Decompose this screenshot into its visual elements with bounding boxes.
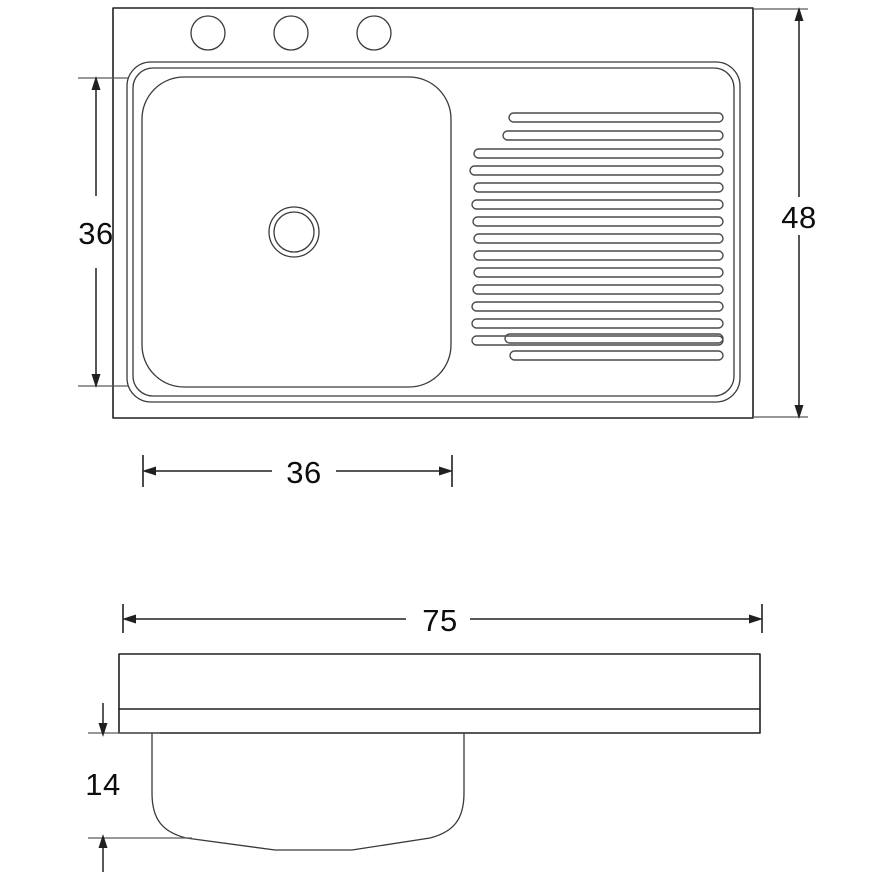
drain-outer-ring: [268, 206, 320, 258]
drainboard-groove: [471, 301, 724, 312]
plan-outer-outline: [112, 7, 754, 419]
dimension-basin-height: 36: [78, 76, 128, 388]
arrow-head-left: [122, 614, 136, 624]
drainboard-groove: [509, 350, 724, 361]
deck-recess-outer: [126, 61, 741, 403]
dimension-overall-width: 75: [122, 603, 763, 638]
dimension-overall-depth: 48: [753, 7, 816, 419]
drainboard-groove: [471, 199, 724, 210]
arrow-head-right: [749, 614, 763, 624]
drainboard-groove: [469, 165, 724, 176]
dimension-bowl-depth: 14: [85, 703, 192, 872]
drainboard-groove: [504, 333, 724, 344]
arrow-head-down: [794, 405, 804, 419]
arrow-head-up: [98, 834, 108, 848]
drainboard-groove-group: [469, 112, 724, 361]
dimension-label-basin-width: 36: [286, 455, 321, 490]
faucet-hole-left: [190, 15, 226, 51]
arrow-head-down: [91, 374, 101, 388]
drainboard-groove: [473, 250, 724, 261]
faucet-hole-right: [356, 15, 392, 51]
dimension-label-bowl-depth: 14: [85, 767, 120, 802]
arrow-head-up: [794, 7, 804, 21]
dimension-label-overall-width: 75: [422, 603, 457, 638]
front-elevation-view: [118, 653, 761, 851]
drainboard-groove: [473, 182, 724, 193]
faucet-hole-group: [190, 15, 392, 51]
arrow-head-right: [439, 466, 453, 476]
drainboard-groove: [473, 233, 724, 244]
plan-view: [112, 7, 754, 419]
drainboard-groove: [508, 112, 724, 123]
deck-recess-inner: [132, 67, 735, 397]
faucet-hole-center: [273, 15, 309, 51]
drainboard-groove: [473, 267, 724, 278]
drainboard-groove: [472, 284, 724, 295]
arrow-head-down: [98, 723, 108, 737]
arrow-head-left: [142, 466, 156, 476]
drain-inner-ring: [273, 211, 315, 253]
drain-group: [268, 206, 320, 258]
dimension-basin-width: 36: [142, 455, 453, 490]
basin-bowl-outline: [141, 76, 452, 388]
elevation-deck-slab: [118, 653, 761, 734]
arrow-head-up: [91, 76, 101, 90]
drainboard-groove: [472, 216, 724, 227]
dimension-label-overall-depth: 48: [781, 200, 816, 235]
dimension-label-basin-height: 36: [78, 216, 113, 251]
drainboard-groove: [473, 148, 724, 159]
drainboard-groove: [471, 318, 724, 329]
elevation-bowl-profile: [151, 732, 465, 851]
drainboard-groove: [502, 130, 724, 141]
